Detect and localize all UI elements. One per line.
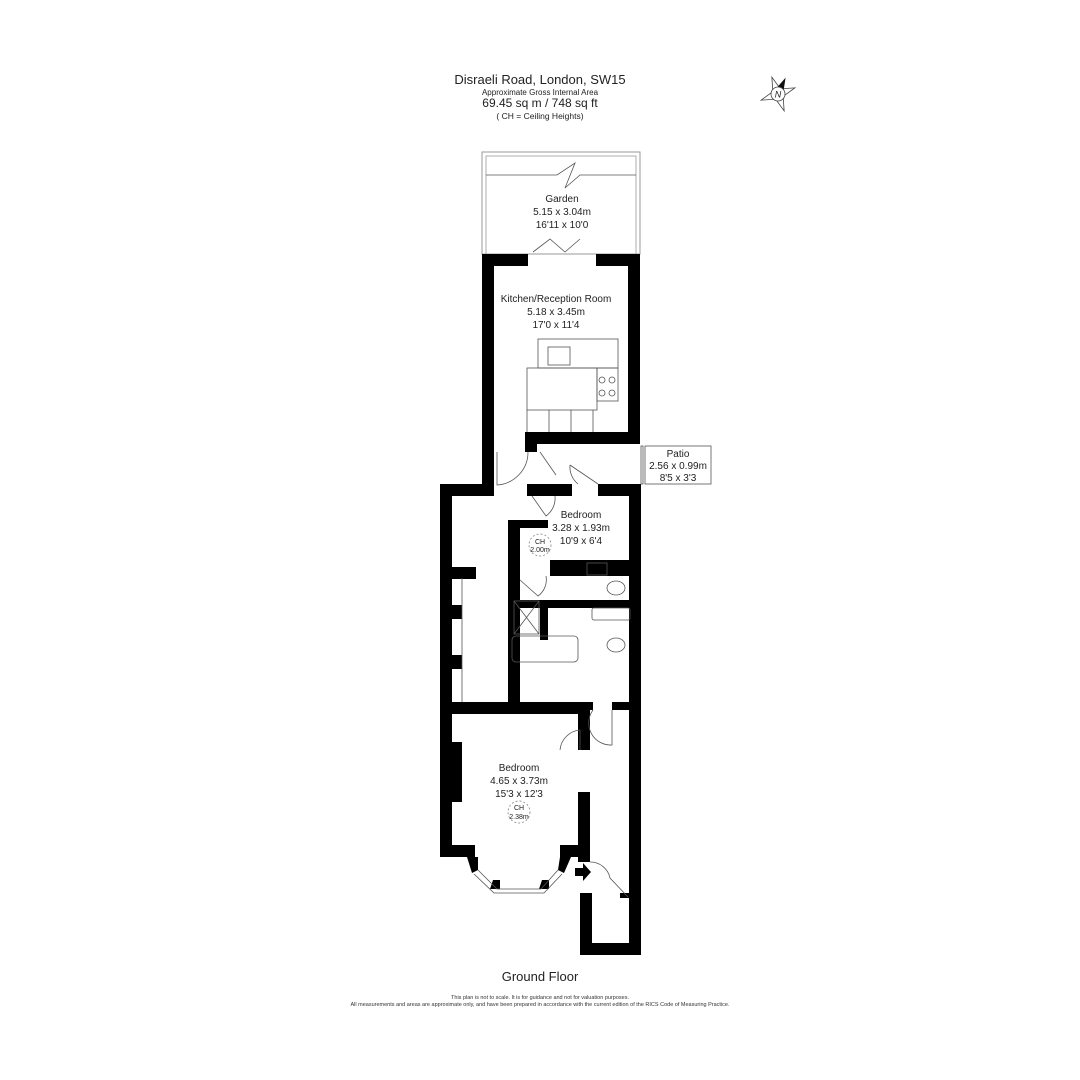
room-bedroom-large: Bedroom 4.65 x 3.73m 15'3 x 12'3 CH 2.38…	[490, 763, 548, 824]
svg-text:Bedroom: Bedroom	[561, 510, 602, 521]
basin-icon	[591, 607, 631, 621]
compass-label: N	[775, 90, 782, 100]
room-bedroom-small: Bedroom 3.28 x 1.93m 10'9 x 6'4 CH 2.00m	[528, 510, 610, 557]
ceiling-height-note: ( CH = Ceiling Heights)	[496, 111, 584, 121]
svg-text:CH: CH	[514, 805, 524, 812]
door-swing	[496, 451, 529, 486]
svg-text:3.28 x 1.93m: 3.28 x 1.93m	[552, 523, 610, 534]
walls	[440, 254, 641, 955]
north-compass-icon: N	[759, 75, 797, 113]
ceiling-height-marker	[528, 533, 552, 557]
svg-text:8'5 x 3'3: 8'5 x 3'3	[660, 473, 697, 484]
hob-icon	[596, 367, 619, 402]
toilet-icon	[606, 637, 626, 653]
bath-icon	[511, 635, 579, 663]
property-address: Disraeli Road, London, SW15	[454, 72, 626, 87]
room-imperial: 16'11 x 10'0	[536, 220, 589, 231]
svg-text:CH: CH	[535, 539, 545, 546]
basin-icon	[586, 562, 608, 576]
fixtures	[461, 338, 712, 898]
room-patio: Patio 2.56 x 0.99m 8'5 x 3'3	[649, 449, 707, 484]
garden-area: Garden 5.15 x 3.04m 16'11 x 10'0	[481, 151, 641, 255]
area-value: 69.45 sq m / 748 sq ft	[482, 96, 598, 110]
toilet-icon	[606, 580, 626, 596]
svg-text:5.18 x 3.45m: 5.18 x 3.45m	[527, 307, 585, 318]
svg-text:Kitchen/Reception Room: Kitchen/Reception Room	[501, 294, 612, 305]
area-label: Approximate Gross Internal Area	[481, 88, 599, 97]
ceiling-height-marker	[507, 800, 531, 824]
svg-text:2.00m: 2.00m	[530, 547, 550, 554]
room-kitchen: Kitchen/Reception Room 5.18 x 3.45m 17'0…	[501, 294, 612, 331]
svg-text:4.65 x 3.73m: 4.65 x 3.73m	[490, 776, 548, 787]
floor-label: Ground Floor	[501, 969, 579, 984]
sink-icon	[547, 346, 571, 366]
svg-text:2.56 x 0.99m: 2.56 x 0.99m	[649, 461, 707, 472]
disclaimer-line-2: All measurements and areas are approxima…	[350, 1002, 730, 1008]
svg-text:Patio: Patio	[667, 449, 690, 460]
svg-text:10'9 x 6'4: 10'9 x 6'4	[560, 536, 603, 547]
svg-text:2.38m: 2.38m	[509, 814, 529, 821]
svg-text:15'3 x 12'3: 15'3 x 12'3	[495, 789, 543, 800]
room-metric: 5.15 x 3.04m	[533, 207, 591, 218]
disclaimer-line-1: This plan is not to scale. It is for gui…	[451, 995, 629, 1001]
svg-text:17'0 x 11'4: 17'0 x 11'4	[532, 320, 579, 331]
shower-icon	[513, 600, 540, 635]
svg-text:Bedroom: Bedroom	[499, 763, 540, 774]
entrance-arrow-icon	[575, 863, 591, 881]
room-name: Garden	[545, 194, 578, 205]
